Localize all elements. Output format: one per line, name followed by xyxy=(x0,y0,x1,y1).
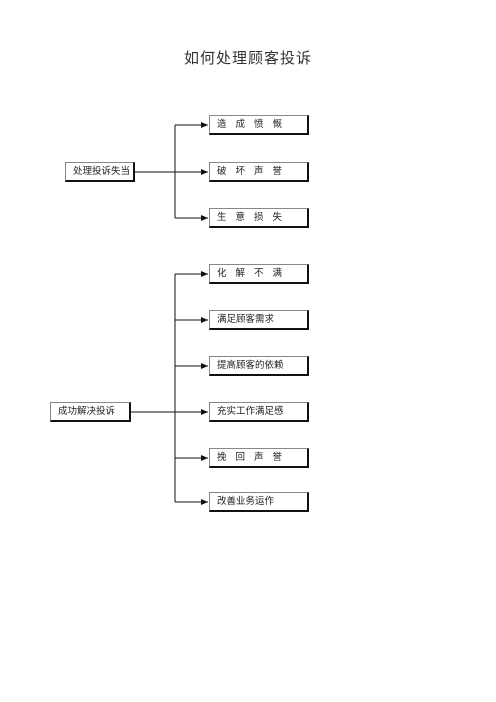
root-box-improper-handling: 处理投诉失当 xyxy=(65,162,135,182)
branch-box-job-satisfaction: 充实工作满足感 xyxy=(209,402,309,422)
branch-box-resolve-dissatisfaction: 化 解 不 满 xyxy=(209,264,309,284)
branch-box-meet-customer-needs: 满足顾客需求 xyxy=(209,310,309,330)
page-title: 如何处理顾客投诉 xyxy=(183,49,312,67)
branch-box-increase-customer-reliance: 提高顾客的依赖 xyxy=(209,356,309,376)
branch-box-business-loss: 生 意 损 失 xyxy=(209,208,309,228)
branch-box-improve-operations: 改善业务运作 xyxy=(209,492,309,512)
branch-box-damage-reputation: 破 坏 声 誉 xyxy=(209,162,309,182)
root-box-successful-resolution: 成功解决投诉 xyxy=(50,402,131,422)
branch-box-cause-anger: 造 成 愤 慨 xyxy=(209,115,309,135)
branch-box-restore-reputation: 挽 回 声 誉 xyxy=(209,448,309,468)
